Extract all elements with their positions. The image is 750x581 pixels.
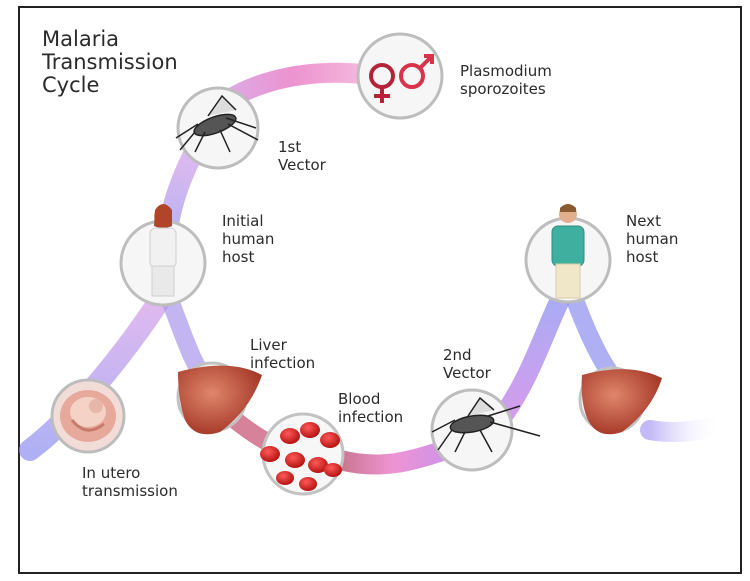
fetus-icon — [60, 390, 116, 442]
path-blood-to-vector — [340, 450, 445, 465]
path-fade-right — [650, 425, 720, 432]
label-sporozoites: Plasmodium sporozoites — [460, 62, 552, 98]
diagram-title: Malaria Transmission Cycle — [42, 28, 178, 97]
label-next-host: Next human host — [626, 212, 678, 266]
label-blood-infection: Blood infection — [338, 390, 403, 426]
label-first-vector: 1st Vector — [278, 138, 326, 174]
initial-host-node — [121, 204, 205, 305]
label-liver-infection: Liver infection — [250, 336, 315, 372]
in-utero-node — [52, 380, 124, 452]
label-initial-host: Initial human host — [222, 212, 274, 266]
label-in-utero: In utero transmission — [82, 464, 178, 500]
next-host-node — [526, 204, 610, 302]
first-vector-node — [176, 88, 258, 168]
path-vector-to-next-host — [500, 300, 560, 420]
blood-node — [260, 414, 343, 494]
label-second-vector: 2nd Vector — [443, 346, 491, 382]
sporozoites-node — [358, 34, 442, 118]
